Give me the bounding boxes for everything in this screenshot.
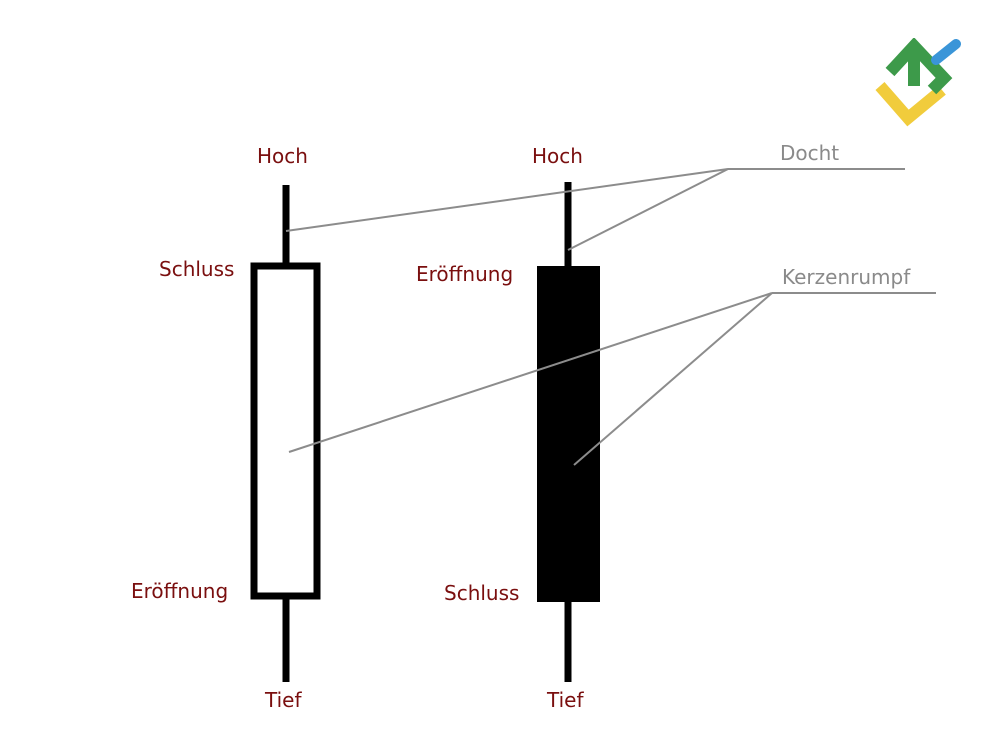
bullish-candle-body (250, 262, 321, 600)
bearish-high-label: Hoch (532, 144, 583, 168)
bullish-open-label: Eröffnung (131, 579, 229, 603)
wick-callout-lines (285, 168, 905, 251)
body-callout-label: Kerzenrumpf (782, 265, 911, 289)
bullish-high-label: Hoch (257, 144, 308, 168)
bearish-low-label: Tief (547, 688, 584, 712)
body-callout-line-bearish (573, 292, 773, 466)
wick-callout-label: Docht (780, 141, 840, 165)
bearish-candle-body (537, 266, 600, 602)
bearish-close-label: Schluss (444, 581, 520, 605)
body-callout-lines (288, 292, 936, 466)
body-callout-line-bullish (288, 292, 773, 453)
bearish-open-label: Eröffnung (416, 262, 514, 286)
bullish-low-label: Tief (265, 688, 302, 712)
bullish-close-label: Schluss (159, 257, 235, 281)
brand-logo-icon (875, 38, 961, 127)
wick-callout-line-bearish (567, 168, 729, 251)
wick-callout-line-bullish (285, 168, 729, 232)
